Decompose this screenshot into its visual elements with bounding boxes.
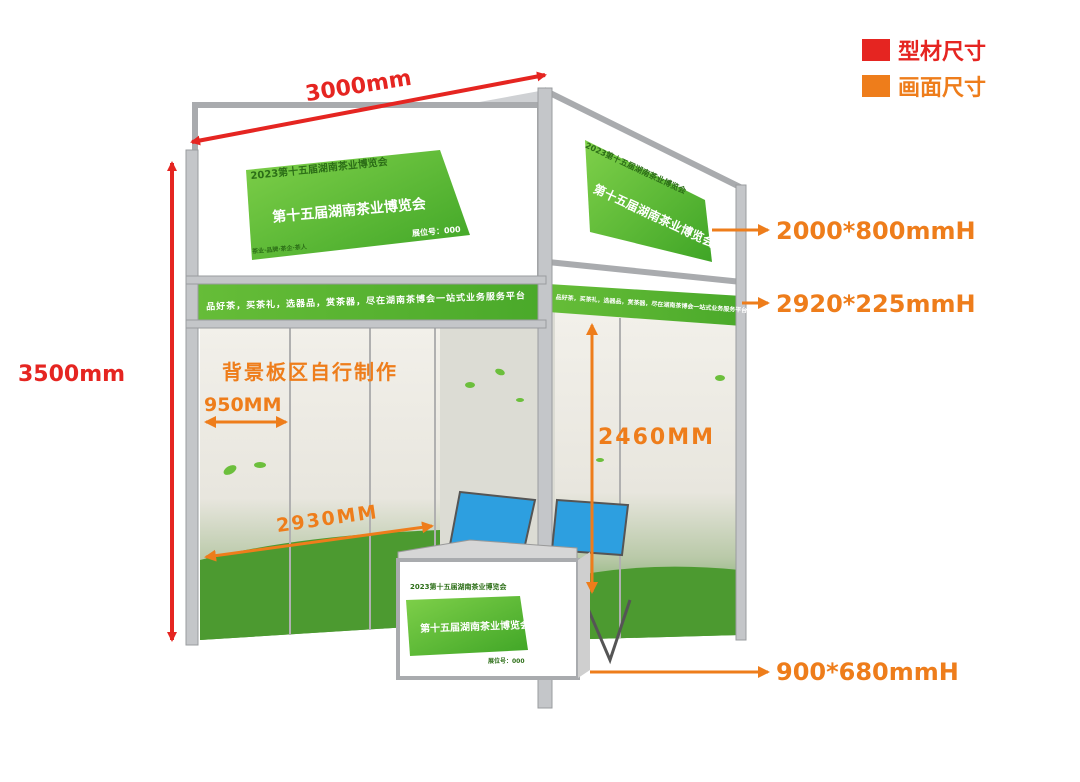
right-sign-green-card bbox=[585, 140, 712, 262]
panel-height-label: 2460MM bbox=[598, 425, 716, 450]
panel-width-label: 950MM bbox=[204, 394, 282, 416]
legend-swatch-red bbox=[862, 39, 890, 61]
legend-graphic-size: 画面尺寸 bbox=[862, 70, 986, 102]
chairs bbox=[448, 490, 632, 665]
right-fascia-band bbox=[548, 284, 742, 326]
legend-label-frame: 型材尺寸 bbox=[898, 40, 987, 65]
counter-side bbox=[578, 552, 590, 678]
back-wall-note: 背景板区自行制作 bbox=[222, 360, 398, 384]
height-label: 3500mm bbox=[18, 362, 126, 387]
top-sign-label: 2000*800mmH bbox=[776, 217, 976, 245]
legend-label-graphic: 画面尺寸 bbox=[898, 76, 987, 101]
right-side-wall bbox=[555, 312, 740, 640]
width-dim-line bbox=[190, 71, 547, 146]
legend-swatch-orange bbox=[862, 75, 890, 97]
front-fascia-band bbox=[195, 282, 540, 322]
counter-label: 900*680mmH bbox=[776, 658, 959, 686]
legend-frame-size: 型材尺寸 bbox=[862, 34, 986, 66]
counter-green-card bbox=[406, 596, 528, 656]
back-width-dim-line bbox=[204, 521, 434, 562]
front-sign-green-card bbox=[246, 150, 470, 260]
counter-booth-number: 展位号：000 bbox=[488, 658, 525, 665]
leaf-decorations bbox=[223, 368, 725, 475]
tea-field-right bbox=[555, 566, 740, 640]
fascia-label: 2920*225mmH bbox=[776, 290, 976, 318]
counter-year-title: 2023第十五届湖南茶业博览会 bbox=[410, 583, 507, 591]
